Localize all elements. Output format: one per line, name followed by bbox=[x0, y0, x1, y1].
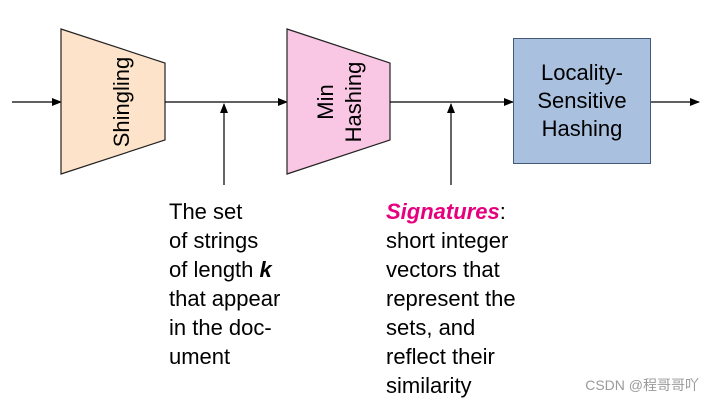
minhash-label-line2: Hashing bbox=[341, 62, 366, 143]
minhash-block bbox=[286, 28, 391, 175]
signatures-caption-line: similarity bbox=[386, 373, 472, 398]
k-variable: k bbox=[259, 257, 272, 282]
signatures-caption-line: sets, and bbox=[386, 315, 476, 340]
signatures-caption-line: Signatures: bbox=[386, 197, 516, 226]
signatures-caption-line: vectors that bbox=[386, 257, 500, 282]
signatures-caption-line: short integer bbox=[386, 228, 509, 253]
shingling-label: Shingling bbox=[109, 57, 134, 148]
signatures-term: Signatures bbox=[386, 199, 500, 224]
shingles-caption: The set of strings of length k that appe… bbox=[169, 197, 280, 371]
signatures-colon: : bbox=[499, 199, 506, 224]
shingles-caption-line: ument bbox=[169, 344, 231, 369]
minhash-label-line1: Min bbox=[313, 84, 338, 119]
lsh-label-line3: Hashing bbox=[541, 116, 623, 141]
signatures-caption-line: reflect their bbox=[386, 344, 495, 369]
watermark: CSDN @程哥哥吖 bbox=[585, 377, 699, 393]
length-text: of length bbox=[169, 257, 260, 282]
shingles-caption-line: that appear bbox=[169, 286, 281, 311]
shingles-caption-line: The set bbox=[169, 199, 243, 224]
shingling-block bbox=[60, 28, 166, 175]
signatures-caption-line: represent the bbox=[386, 286, 516, 311]
lsh-block: Locality- Sensitive Hashing bbox=[513, 38, 651, 164]
shingles-caption-line: of strings bbox=[169, 228, 259, 253]
shingles-caption-line: in the doc- bbox=[169, 315, 272, 340]
shingles-caption-line: of length k bbox=[169, 255, 280, 284]
lsh-label-line1: Locality- bbox=[541, 60, 623, 85]
signatures-caption: Signatures: short integer vectors that r… bbox=[386, 197, 516, 400]
lsh-label-line2: Sensitive bbox=[537, 88, 627, 113]
